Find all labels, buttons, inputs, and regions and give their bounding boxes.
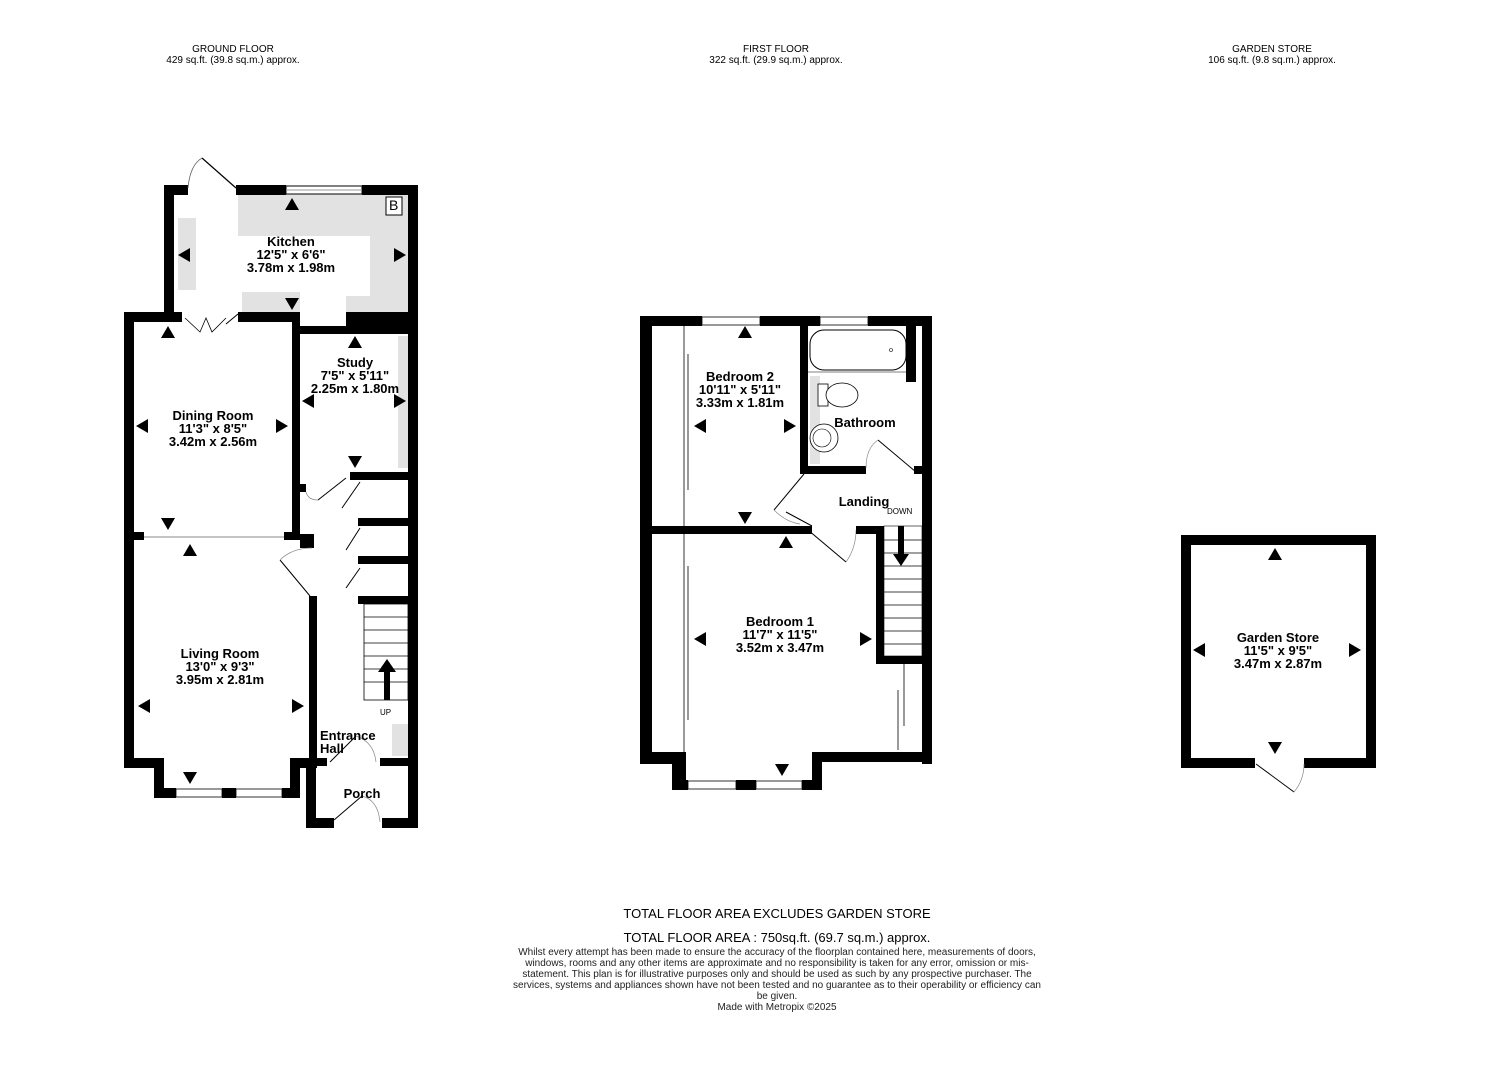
room-name: Garden Store bbox=[1236, 630, 1320, 645]
room-entrance-hall: Entrance Hall bbox=[320, 728, 376, 756]
room-metric: 2.25m x 1.80m bbox=[310, 381, 400, 396]
room-bedroom-1: Bedroom 1 11'7" x 11'5" 3.52m x 3.47m bbox=[722, 615, 838, 654]
room-metric: 3.33m x 1.81m bbox=[695, 395, 785, 410]
room-imperial: 7'5" x 5'11" bbox=[320, 368, 390, 383]
floor-name: GARDEN STORE bbox=[1232, 44, 1312, 55]
garden-store-plan bbox=[1181, 535, 1376, 793]
room-name: Entrance Hall bbox=[320, 728, 376, 756]
room-imperial: 13'0" x 9'3" bbox=[185, 659, 255, 674]
room-metric: 3.78m x 1.98m bbox=[246, 260, 336, 275]
garden-store-exclusion-note: TOTAL FLOOR AREA EXCLUDES GARDEN STORE bbox=[623, 906, 931, 921]
floor-area: 106 sq.ft. (9.8 sq.m.) approx. bbox=[1208, 55, 1336, 66]
room-name: Study bbox=[336, 355, 374, 370]
stairs-up-label: UP bbox=[380, 708, 392, 717]
room-living: Living Room 13'0" x 9'3" 3.95m x 2.81m bbox=[160, 647, 280, 686]
room-name: Bedroom 1 bbox=[746, 614, 814, 629]
first-floor-plan bbox=[640, 316, 932, 790]
room-imperial: 11'7" x 11'5" bbox=[742, 627, 818, 642]
total-floor-area: TOTAL FLOOR AREA : 750sq.ft. (69.7 sq.m.… bbox=[623, 930, 931, 945]
floor-name: FIRST FLOOR bbox=[743, 44, 809, 55]
ground-floor-heading: GROUND FLOOR 429 sq.ft. (39.8 sq.m.) app… bbox=[113, 44, 353, 66]
room-bedroom-2: Bedroom 2 10'11" x 5'11" 3.33m x 1.81m bbox=[684, 370, 796, 409]
garden-store-heading: GARDEN STORE 106 sq.ft. (9.8 sq.m.) appr… bbox=[1152, 44, 1392, 66]
room-metric: 3.95m x 2.81m bbox=[175, 672, 265, 687]
room-name: Landing bbox=[838, 494, 890, 509]
room-dining: Dining Room 11'3" x 8'5" 3.42m x 2.56m bbox=[153, 409, 273, 448]
boiler-marker: B bbox=[389, 197, 399, 213]
room-name: Kitchen bbox=[267, 234, 315, 249]
floor-area: 429 sq.ft. (39.8 sq.m.) approx. bbox=[166, 55, 300, 66]
room-kitchen: Kitchen 12'5" x 6'6" 3.78m x 1.98m bbox=[241, 235, 341, 274]
credit: Made with Metropix ©2025 bbox=[717, 1002, 837, 1013]
room-imperial: 11'3" x 8'5" bbox=[178, 421, 248, 436]
floor-name: GROUND FLOOR bbox=[192, 44, 274, 55]
room-bathroom: Bathroom bbox=[828, 416, 902, 429]
room-name: Bathroom bbox=[834, 415, 896, 430]
room-name: Porch bbox=[343, 786, 381, 801]
floor-area: 322 sq.ft. (29.9 sq.m.) approx. bbox=[709, 55, 843, 66]
room-name: Living Room bbox=[180, 646, 260, 661]
room-imperial: 12'5" x 6'6" bbox=[256, 247, 326, 262]
room-garden-store: Garden Store 11'5" x 9'5" 3.47m x 2.87m bbox=[1218, 631, 1338, 670]
ground-floor-plan bbox=[124, 157, 418, 828]
room-porch: Porch bbox=[330, 787, 394, 800]
room-name: Dining Room bbox=[172, 408, 254, 423]
room-study: Study 7'5" x 5'11" 2.25m x 1.80m bbox=[300, 356, 410, 395]
first-floor-heading: FIRST FLOOR 322 sq.ft. (29.9 sq.m.) appr… bbox=[656, 44, 896, 66]
room-metric: 3.42m x 2.56m bbox=[168, 434, 258, 449]
room-landing: Landing bbox=[832, 495, 896, 508]
room-metric: 3.52m x 3.47m bbox=[735, 640, 825, 655]
room-name: Bedroom 2 bbox=[706, 369, 774, 384]
footer: TOTAL FLOOR AREA EXCLUDES GARDEN STORE T… bbox=[500, 906, 1054, 1013]
room-metric: 3.47m x 2.87m bbox=[1233, 656, 1323, 671]
room-imperial: 11'5" x 9'5" bbox=[1243, 643, 1313, 658]
room-imperial: 10'11" x 5'11" bbox=[698, 382, 782, 397]
disclaimer: Whilst every attempt has been made to en… bbox=[513, 947, 1041, 1002]
stairs-down-label: DOWN bbox=[887, 507, 913, 516]
